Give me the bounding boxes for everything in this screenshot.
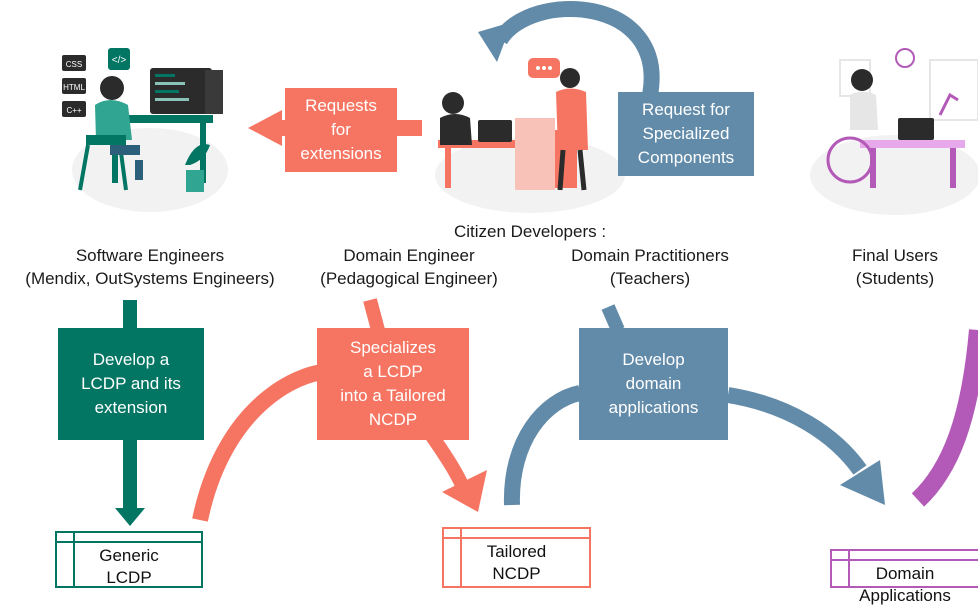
steel-arrow-head [840, 460, 885, 505]
teal-arrow-head [115, 508, 145, 526]
flow-arrows-layer: CSS HTML C++ </> [62, 0, 978, 526]
coral-curve-arrow [192, 363, 331, 522]
specializes-lcdp-box: Specializes a LCDP into a Tailored NCDP [317, 328, 469, 440]
final-users-label: Final Users (Students) [820, 244, 970, 290]
artifact-divider [73, 533, 75, 586]
software-engineers-label: Software Engineers (Mendix, OutSystems E… [0, 244, 300, 290]
software-engineer-illustration [62, 48, 228, 212]
cpp-tag: C++ [66, 106, 81, 115]
domain-engineer-title: Domain Engineer [343, 246, 475, 265]
request-components-box: Request for Specialized Components [618, 92, 754, 176]
develop-applications-box: Develop domain applications [579, 328, 728, 440]
software-engineers-examples: (Mendix, OutSystems Engineers) [25, 269, 275, 288]
artifact-divider [460, 529, 462, 586]
code-bracket-tag: </> [112, 55, 127, 66]
steel-top-stub [601, 304, 625, 333]
domain-practitioners-label: Domain Practitioners (Teachers) [540, 244, 760, 290]
domain-engineer-examples: (Pedagogical Engineer) [320, 269, 498, 288]
coral-down-arrow [363, 298, 469, 489]
develop-lcdp-box: Develop a LCDP and its extension [58, 328, 204, 440]
coral-left-head [248, 110, 282, 146]
requests-extensions-box: Requests for extensions [285, 88, 397, 172]
domain-applications-label: Domain Applications [859, 564, 951, 605]
student-wheelchair-illustration [810, 48, 978, 215]
generic-lcdp-artifact: Generic LCDP [55, 531, 203, 588]
steel-loop-arrow [493, 0, 660, 97]
citizen-developers-illustration [435, 58, 625, 213]
software-engineers-title: Software Engineers [75, 246, 225, 265]
generic-lcdp-label: Generic LCDP [99, 546, 159, 587]
html-tag: HTML [63, 83, 85, 92]
artifact-divider [57, 541, 201, 543]
citizen-developers-title: Citizen Developers : [453, 222, 607, 241]
artifact-divider [832, 559, 978, 561]
steel-loop-head [478, 22, 512, 62]
domain-engineer-label: Domain Engineer (Pedagogical Engineer) [303, 244, 515, 290]
steel-right-curve [726, 387, 867, 475]
tailored-ncdp-artifact: Tailored NCDP [442, 527, 591, 588]
final-users-examples: (Students) [855, 269, 935, 288]
coral-arrow-head [442, 470, 487, 512]
domain-practitioners-examples: (Teachers) [609, 269, 691, 288]
artifact-divider [444, 537, 589, 539]
css-tag: CSS [66, 60, 82, 69]
purple-up-arrow [911, 329, 978, 507]
tailored-ncdp-label: Tailored NCDP [486, 542, 547, 583]
artifact-divider [848, 551, 850, 586]
final-users-title: Final Users [852, 246, 938, 265]
domain-practitioners-title: Domain Practitioners [571, 246, 729, 265]
steel-curve-arrow [503, 385, 583, 506]
domain-applications-artifact: Domain Applications [830, 549, 978, 605]
